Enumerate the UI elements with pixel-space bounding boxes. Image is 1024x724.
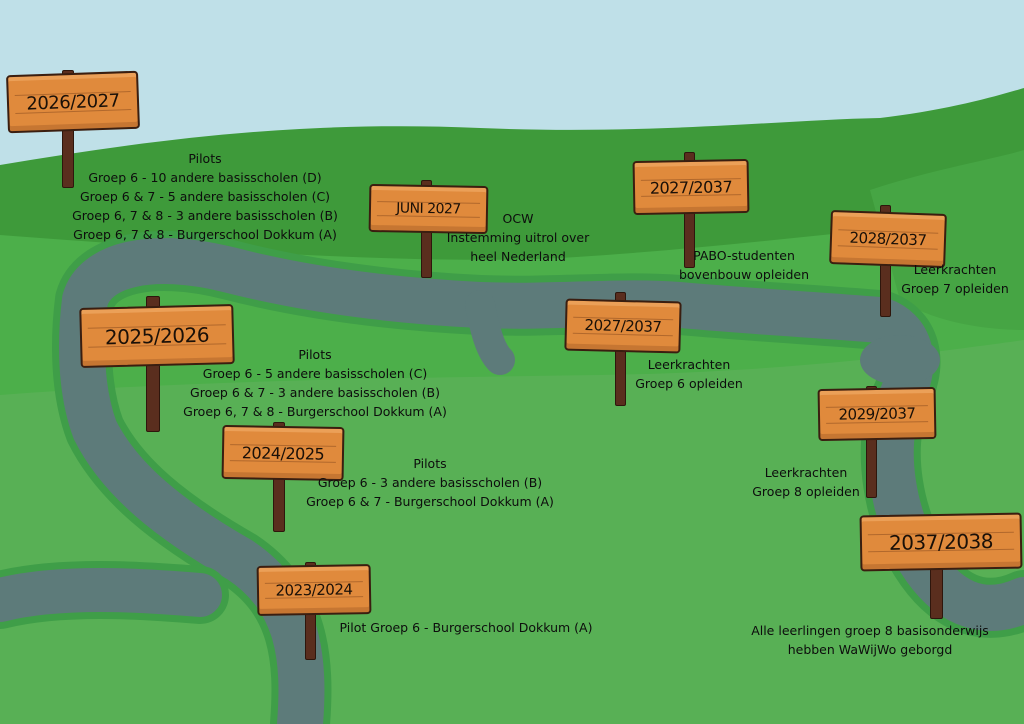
right-hill (870, 150, 1024, 330)
note-line: heel Nederland (470, 249, 566, 264)
note-line: Leerkrachten (764, 465, 848, 480)
note-2037-2038: Alle leerlingen groep 8 basisonderwijs h… (751, 621, 989, 659)
note-line: Groep 6 opleiden (635, 376, 743, 391)
note-2023-2024: Pilot Groep 6 - Burgerschool Dokkum (A) (340, 618, 593, 637)
note-2024-2025: Pilots Groep 6 - 3 andere basisscholen (… (306, 454, 554, 511)
note-line: bovenbouw opleiden (678, 267, 810, 282)
note-line: Groep 6 & 7 - 3 andere basisscholen (B) (190, 385, 440, 400)
note-line: Groep 8 opleiden (752, 484, 860, 499)
note-line: Groep 6 - 3 andere basisscholen (B) (317, 475, 543, 490)
note-line: Instemming uitrol over (446, 230, 590, 245)
note-line: Pilots (298, 347, 332, 362)
note-2027-2037-b: Leerkrachten Groep 6 opleiden (635, 355, 743, 393)
note-juni-2027: OCW Instemming uitrol over heel Nederlan… (447, 209, 590, 266)
river-loop (465, 290, 515, 375)
note-line: Groep 6, 7 & 8 - Burgerschool Dokkum (A) (73, 227, 337, 242)
note-line: Pilots (188, 151, 222, 166)
note-2026-2027: Pilots Groep 6 - 10 andere basisscholen … (72, 149, 338, 244)
note-line: Pilot Groep 6 - Burgerschool Dokkum (A) (339, 620, 593, 635)
note-2027-2037-a: PABO-studenten bovenbouw opleiden (679, 246, 809, 284)
note-line: Alle leerlingen groep 8 basisonderwijs (751, 623, 989, 638)
sign-board: 2023/2024 (256, 564, 372, 616)
river-pool (860, 335, 940, 385)
note-2028-2037: Leerkrachten Groep 7 opleiden (901, 260, 1009, 298)
note-line: Groep 6, 7 & 8 - Burgerschool Dokkum (A) (183, 404, 447, 419)
note-line: Groep 6 - 5 andere basisscholen (C) (202, 366, 428, 381)
sign-label: 2028/2037 (849, 228, 927, 250)
note-line: Groep 6 - 10 andere basisscholen (D) (88, 170, 322, 185)
note-2025-2026: Pilots Groep 6 - 5 andere basisscholen (… (183, 345, 447, 421)
sign-label: 2027/2037 (584, 315, 662, 337)
sign-board: 2027/2037 (564, 298, 682, 354)
note-line: Groep 7 opleiden (901, 281, 1009, 296)
note-2029-2037: Leerkrachten Groep 8 opleiden (752, 463, 860, 501)
note-line: Groep 6 & 7 - Burgerschool Dokkum (A) (306, 494, 554, 509)
sign-label: 2023/2024 (275, 580, 353, 600)
sign-board: 2027/2037 (632, 158, 750, 216)
note-line: Leerkrachten (647, 357, 731, 372)
sign-board: 2029/2037 (817, 386, 937, 442)
note-line: PABO-studenten (693, 248, 795, 263)
note-line: Groep 6 & 7 - 5 andere basisscholen (C) (79, 189, 331, 204)
sign-label: 2029/2037 (838, 404, 916, 424)
sign-board: 2026/2027 (6, 70, 140, 134)
note-line: Pilots (413, 456, 447, 471)
note-line: hebben WaWijWo geborgd (787, 642, 953, 657)
sign-label: 2037/2038 (888, 529, 994, 555)
note-line: Groep 6, 7 & 8 - 3 andere basisscholen (… (72, 208, 338, 223)
note-line: Leerkrachten (913, 262, 997, 277)
sign-label: 2027/2037 (649, 176, 733, 198)
note-line: OCW (502, 211, 534, 226)
sign-board: 2037/2038 (859, 512, 1023, 572)
sign-label: 2026/2027 (26, 89, 120, 115)
